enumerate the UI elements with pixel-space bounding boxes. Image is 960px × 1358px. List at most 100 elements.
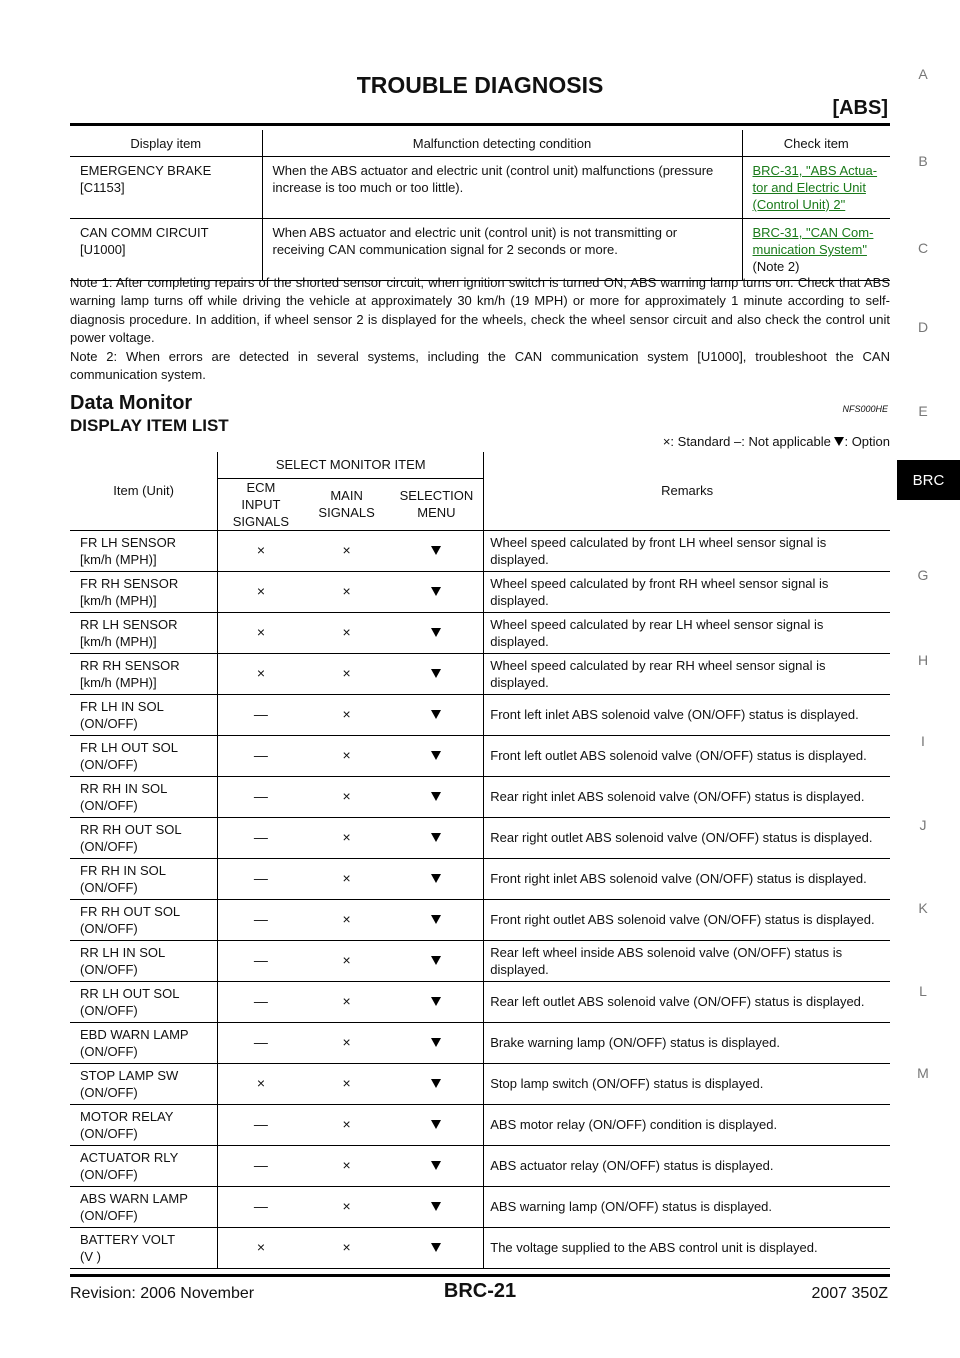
selection-menu-mark (389, 899, 484, 941)
table-row: FR LH OUT SOL(ON/OFF)—×Front left outlet… (70, 735, 890, 777)
main-signal-mark: × (303, 653, 390, 695)
ecm-input-mark: — (217, 1022, 304, 1064)
side-index-m[interactable]: M (917, 1065, 929, 1081)
ecm-input-mark: — (217, 899, 304, 941)
main-signal-mark: × (303, 530, 390, 572)
table-row: MOTOR RELAY(ON/OFF)—×ABS motor relay (ON… (70, 1104, 890, 1146)
section-subtitle: DISPLAY ITEM LIST (70, 416, 229, 435)
item-unit: FR RH IN SOL(ON/OFF) (70, 858, 218, 900)
table-row: ABS WARN LAMP(ON/OFF)—×ABS warning lamp … (70, 1186, 890, 1228)
main-signal-mark: × (303, 1227, 390, 1269)
remarks: The voltage supplied to the ABS control … (483, 1227, 890, 1269)
option-triangle-icon (431, 792, 442, 801)
option-triangle-icon (431, 915, 442, 924)
page-header-subtitle: [ABS] (832, 97, 888, 119)
option-triangle-icon (431, 1243, 442, 1252)
side-index-k[interactable]: K (918, 900, 928, 916)
table-row: RR LH IN SOL(ON/OFF)—×Rear left wheel in… (70, 940, 890, 982)
main-signal-mark: × (303, 776, 390, 818)
ecm-input-mark: — (217, 776, 304, 818)
option-triangle-icon (431, 751, 442, 760)
remarks: Rear left outlet ABS solenoid valve (ON/… (483, 981, 890, 1023)
item-unit: RR RH OUT SOL(ON/OFF) (70, 817, 218, 859)
table-row: RR RH SENSOR[km/h (MPH)]××Wheel speed ca… (70, 653, 890, 695)
remarks: Brake warning lamp (ON/OFF) status is di… (483, 1022, 890, 1064)
condition-text: When ABS actuator and electric unit (con… (261, 218, 742, 281)
side-index-a[interactable]: A (918, 66, 928, 82)
page-header-title: TROUBLE DIAGNOSIS (356, 72, 604, 98)
main-signal-mark: × (303, 1063, 390, 1105)
legend: ×: Standard –: Not applicable : Option (662, 434, 890, 449)
item-unit: MOTOR RELAY(ON/OFF) (70, 1104, 218, 1146)
col-main-signals: MAIN SIGNALS (303, 478, 390, 531)
footer-model: 2007 350Z (811, 1285, 888, 1302)
table-row: ACTUATOR RLY(ON/OFF)—×ABS actuator relay… (70, 1145, 890, 1187)
main-signal-mark: × (303, 1145, 390, 1187)
item-unit: RR LH IN SOL(ON/OFF) (70, 940, 218, 982)
remarks: ABS actuator relay (ON/OFF) status is di… (483, 1145, 890, 1187)
item-unit: FR RH SENSOR[km/h (MPH)] (70, 571, 218, 613)
selection-menu-mark (389, 653, 484, 695)
selection-menu-mark (389, 530, 484, 572)
selection-menu-mark (389, 981, 484, 1023)
footer-revision: Revision: 2006 November (70, 1285, 255, 1302)
selection-menu-mark (389, 735, 484, 777)
dtc-table: Display item Malfunction detecting condi… (70, 130, 890, 281)
selection-menu-mark (389, 694, 484, 736)
ecm-input-mark: — (217, 817, 304, 859)
remarks: Wheel speed calculated by front RH wheel… (483, 571, 890, 613)
ecm-input-mark: — (217, 1145, 304, 1187)
ecm-input-mark: × (217, 612, 304, 654)
selection-menu-mark (389, 858, 484, 900)
selection-menu-mark (389, 1186, 484, 1228)
option-triangle-icon (431, 546, 442, 555)
side-index-brc-tab[interactable]: BRC (897, 460, 960, 500)
selection-menu-mark (389, 1022, 484, 1064)
col-display-item: Display item (70, 130, 262, 157)
main-signal-mark: × (303, 858, 390, 900)
side-index-b[interactable]: B (918, 153, 928, 169)
section-code: NFS000HE (842, 404, 888, 414)
check-item-link[interactable]: BRC-31, "ABS Actua-tor and Electric Unit… (752, 163, 878, 212)
ecm-input-mark: × (217, 1227, 304, 1269)
footer-rule (70, 1274, 890, 1277)
display-item: CAN COMM CIRCUIT[U1000] (70, 218, 262, 281)
check-item-link[interactable]: BRC-31, "CAN Com-munication System" (752, 225, 874, 257)
side-index-d[interactable]: D (917, 319, 929, 335)
option-triangle-icon (431, 628, 442, 637)
side-index-g[interactable]: G (917, 567, 929, 583)
ecm-input-mark: — (217, 694, 304, 736)
item-unit: FR RH OUT SOL(ON/OFF) (70, 899, 218, 941)
item-unit: RR RH IN SOL(ON/OFF) (70, 776, 218, 818)
main-signal-mark: × (303, 1186, 390, 1228)
option-triangle-icon (431, 874, 442, 883)
ecm-input-mark: — (217, 858, 304, 900)
option-triangle-icon (431, 1120, 442, 1129)
item-unit: RR LH SENSOR[km/h (MPH)] (70, 612, 218, 654)
table-row: FR RH SENSOR[km/h (MPH)]××Wheel speed ca… (70, 571, 890, 613)
selection-menu-mark (389, 776, 484, 818)
col-remarks: Remarks (483, 452, 890, 531)
ecm-input-mark: × (217, 1063, 304, 1105)
side-index-e[interactable]: E (918, 403, 928, 419)
remarks: Wheel speed calculated by rear LH wheel … (483, 612, 890, 654)
side-index-j[interactable]: J (919, 817, 927, 833)
main-signal-mark: × (303, 1104, 390, 1146)
item-unit: RR LH OUT SOL(ON/OFF) (70, 981, 218, 1023)
item-unit: FR LH IN SOL(ON/OFF) (70, 694, 218, 736)
side-index-c[interactable]: C (917, 240, 929, 256)
remarks: Rear right outlet ABS solenoid valve (ON… (483, 817, 890, 859)
option-triangle-icon (431, 1079, 442, 1088)
col-condition: Malfunction detecting condition (261, 130, 742, 157)
side-index-l[interactable]: L (919, 983, 927, 999)
selection-menu-mark (389, 1104, 484, 1146)
side-index-i[interactable]: I (921, 733, 925, 749)
side-index-h[interactable]: H (917, 652, 929, 668)
table-row: RR RH OUT SOL(ON/OFF)—×Rear right outlet… (70, 817, 890, 859)
item-unit: STOP LAMP SW(ON/OFF) (70, 1063, 218, 1105)
section-title: Data Monitor (70, 392, 193, 414)
col-check-item: Check item (741, 130, 890, 157)
table-row: FR RH IN SOL(ON/OFF)—×Front right inlet … (70, 858, 890, 900)
